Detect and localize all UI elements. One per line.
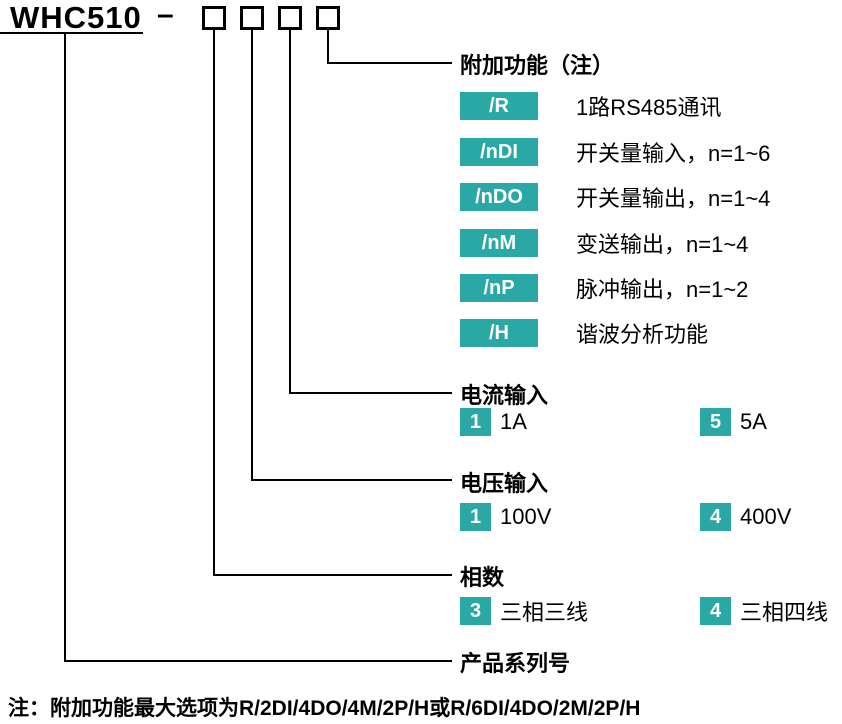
connector-v-current [289,30,291,394]
feature-desc: 开关量输出，n=1~4 [576,186,771,211]
model-digit-box-4 [316,6,340,30]
phase-title: 相数 [460,565,505,590]
feature-code-badge: /R [460,92,538,120]
option-code-badge: 1 [460,503,491,531]
connector-h-current [289,392,452,394]
feature-row: /nDO 开关量输出，n=1~4 [460,183,770,211]
current-option: 1 1A [460,408,527,436]
option-label: 1A [500,409,527,434]
series-label: 产品系列号 [460,651,571,676]
feature-code-badge: /nDI [460,138,538,166]
phase-option: 3 三相三线 [460,597,588,625]
model-separator: – [157,0,174,31]
option-code-badge: 4 [700,597,731,625]
feature-desc: 1路RS485通讯 [576,95,722,120]
connector-v-series [64,32,66,662]
footnote: 注：附加功能最大选项为R/2DI/4DO/4M/2P/H或R/6DI/4DO/2… [8,697,641,720]
connector-h-voltage [251,479,452,481]
option-label: 100V [500,504,552,529]
connector-h-features [327,62,452,64]
feature-code-badge: /H [460,319,538,347]
feature-row: /nP 脉冲输出，n=1~2 [460,274,748,302]
feature-row: /nM 变送输出，n=1~4 [460,229,748,257]
option-label: 三相四线 [740,600,829,625]
model-digit-box-1 [202,6,226,30]
option-label: 5A [740,409,767,434]
feature-code-badge: /nDO [460,183,538,211]
feature-desc: 开关量输入，n=1~6 [576,141,771,166]
features-section-title: 附加功能（注） [460,53,615,78]
voltage-option: 4 400V [700,503,791,531]
option-label: 三相三线 [500,600,589,625]
option-code-badge: 5 [700,408,731,436]
connector-v-voltage [251,30,253,481]
current-option: 5 5A [700,408,767,436]
option-code-badge: 3 [460,597,491,625]
voltage-input-title: 电压输入 [460,471,549,496]
feature-code-badge: /nP [460,274,538,302]
feature-code-badge: /nM [460,229,538,257]
feature-desc: 谐波分析功能 [576,322,709,347]
connector-underline-model [0,32,143,34]
option-code-badge: 1 [460,408,491,436]
feature-desc: 变送输出，n=1~4 [576,232,749,257]
connector-h-phase [213,574,452,576]
model-title: WHC510 [10,0,142,35]
current-input-title: 电流输入 [460,383,549,408]
feature-row: /R 1路RS485通讯 [460,92,722,120]
feature-desc: 脉冲输出，n=1~2 [576,277,749,302]
option-label: 400V [740,504,792,529]
connector-v-phase [213,30,215,576]
connector-h-series [64,660,452,662]
phase-option: 4 三相四线 [700,597,828,625]
option-code-badge: 4 [700,503,731,531]
feature-row: /H 谐波分析功能 [460,319,708,347]
model-digit-box-2 [240,6,264,30]
model-digit-box-3 [278,6,302,30]
connector-v-features [327,30,329,64]
voltage-option: 1 100V [460,503,551,531]
feature-row: /nDI 开关量输入，n=1~6 [460,138,770,166]
